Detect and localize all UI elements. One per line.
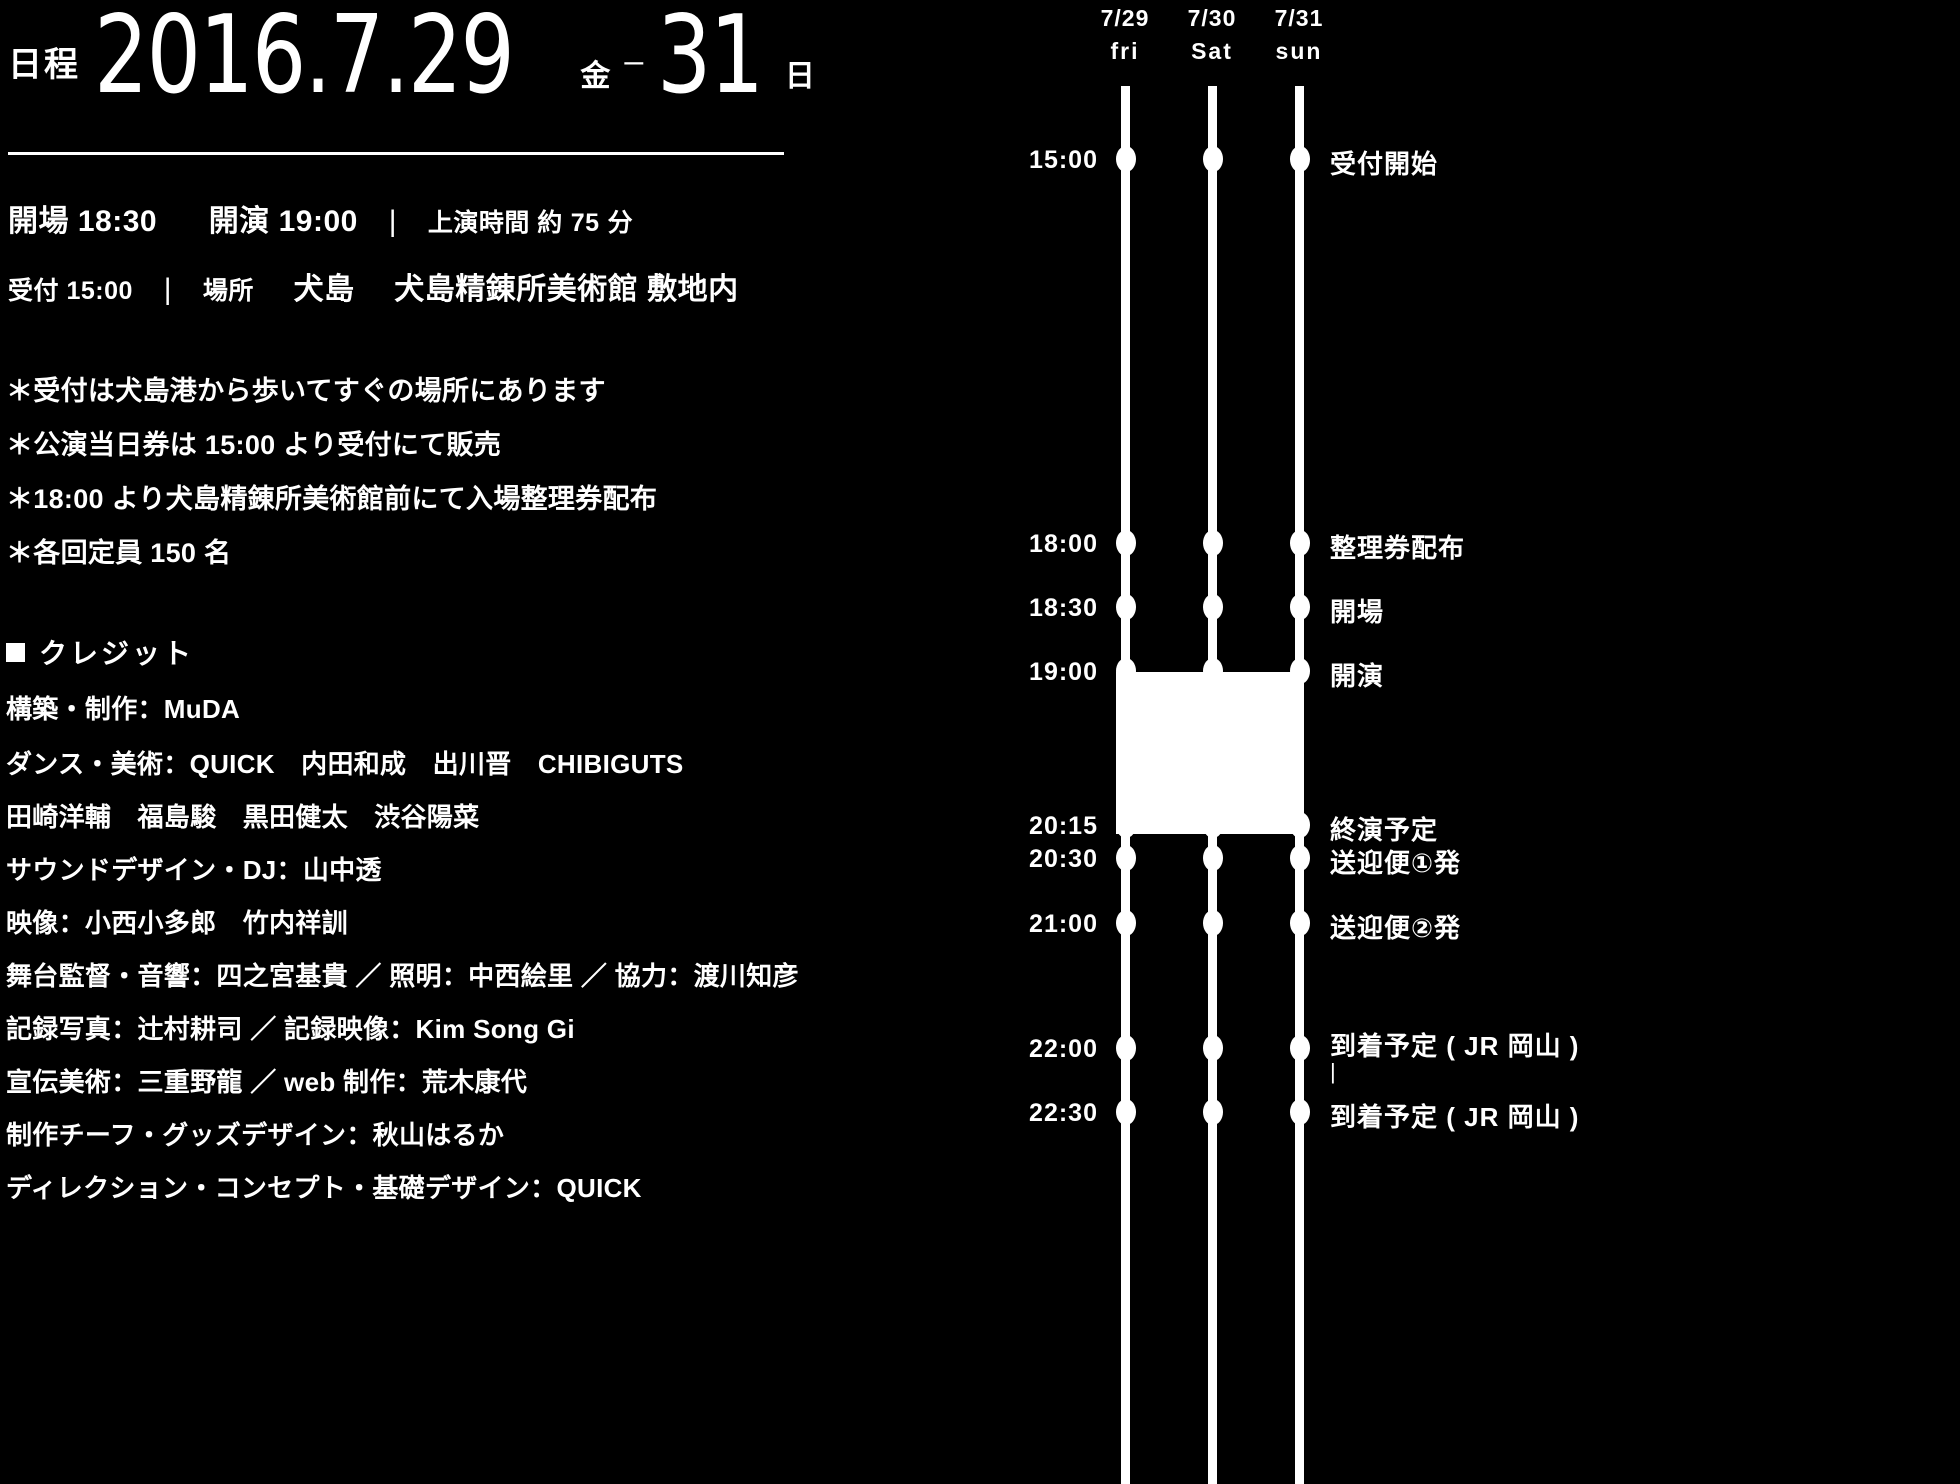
timeline-event: 整理券配布 (1330, 533, 1466, 563)
timeline-node (1203, 910, 1223, 936)
info-divider-2: | (163, 273, 173, 306)
date-header-day-end: 31 (657, 0, 764, 118)
timeline-node (1116, 146, 1136, 172)
timeline-day-weekday: Sat (1191, 38, 1233, 65)
timeline-day-header: 7/29 fri (1065, 2, 1185, 69)
timeline-node (1203, 658, 1223, 684)
timeline-day-weekday: sun (1275, 38, 1323, 65)
timeline-node (1116, 812, 1136, 838)
credit-line: ディレクション・コンセプト・基礎デザイン：QUICK (6, 1173, 642, 1203)
timeline-node (1290, 658, 1310, 684)
timeline-node (1290, 845, 1310, 871)
open-time: 開場 18:30 (8, 205, 158, 238)
timeline-event: 終演予定 (1330, 815, 1439, 845)
square-bullet-icon (6, 643, 25, 662)
timeline-day-date: 7/31 (1274, 5, 1324, 31)
timeline-node (1116, 594, 1136, 620)
credit-line: 舞台監督・音響：四之宮基貴 ／ 照明：中西絵里 ／ 協力：渡川知彦 (6, 961, 799, 991)
place-island: 犬島 (293, 273, 355, 306)
timeline-node (1116, 910, 1136, 936)
timeline-event-text: 到着予定 ( JR 岡山 ) (1330, 1031, 1580, 1061)
timeline-node (1203, 594, 1223, 620)
timeline-day-weekday: fri (1110, 38, 1140, 65)
timeline-node (1116, 530, 1136, 556)
timeline-time: 22:00 (1029, 1035, 1098, 1063)
note-line: ＊受付は犬島港から歩いてすぐの場所にあります (6, 376, 606, 406)
timeline-time: 15:00 (1029, 146, 1098, 174)
date-header-weekday-end: 日 (784, 60, 815, 93)
timeline-node (1290, 1099, 1310, 1125)
timeline-event: 到着予定 ( JR 岡山 ) | (1330, 1033, 1579, 1083)
timeline-time: 20:15 (1029, 812, 1098, 840)
timeline-time: 22:30 (1029, 1099, 1098, 1127)
timeline-node (1203, 1035, 1223, 1061)
timeline-node (1116, 845, 1136, 871)
timeline-node (1203, 845, 1223, 871)
timeline-node (1290, 812, 1310, 838)
timeline-event: 到着予定 ( JR 岡山 ) (1330, 1102, 1580, 1132)
timeline-time: 18:00 (1029, 530, 1098, 558)
reception-time: 受付 15:00 (8, 277, 133, 305)
credit-line: 田崎洋輔 福島駿 黒田健太 渋谷陽菜 (6, 802, 480, 832)
timeline-event: 受付開始 (1330, 149, 1439, 179)
credit-line: サウンドデザイン・DJ：山中透 (6, 855, 382, 885)
schedule-timeline: 7/29 fri 7/30 Sat 7/31 sun 15:00 受付開始 18… (1020, 0, 1960, 1484)
timeline-node (1203, 812, 1223, 838)
timeline-time: 20:30 (1029, 845, 1098, 873)
credits-heading-label: クレジット (39, 638, 195, 669)
date-header-dash: – (624, 42, 644, 80)
info-divider-1: | (388, 205, 397, 238)
duration-label: 上演時間 約 (427, 209, 563, 237)
info-column: 日程 2016.7.29 金 – 31 日 開場 18:30 開演 19:00 … (6, 2, 815, 1203)
credit-line: 映像：小西小多郎 竹内祥訓 (6, 908, 348, 938)
note-line: ＊各回定員 150 名 (6, 538, 232, 568)
timeline-node (1116, 1035, 1136, 1061)
timeline-node (1290, 910, 1310, 936)
credit-line: 制作チーフ・グッズデザイン：秋山はるか (6, 1120, 505, 1150)
timeline-node (1116, 1099, 1136, 1125)
date-header-label: 日程 (8, 46, 80, 84)
credits-heading: クレジット (6, 632, 194, 672)
timeline-event: 開演 (1330, 661, 1385, 691)
duration-unit: 分 (607, 209, 634, 237)
note-line: ＊公演当日券は 15:00 より受付にて販売 (6, 430, 502, 460)
timeline-event-subline: | (1330, 1059, 1336, 1084)
timeline-node (1290, 146, 1310, 172)
header-divider (8, 152, 784, 155)
credit-line: 宣伝美術：三重野龍 ／ web 制作：荒木康代 (6, 1067, 528, 1097)
duration-value: 75 (570, 209, 600, 237)
timeline-event: 送迎便②発 (1330, 913, 1462, 943)
timeline-node (1116, 658, 1136, 684)
timeline-event: 送迎便①発 (1330, 848, 1462, 878)
timeline-day-header: 7/31 sun (1239, 2, 1359, 69)
place-label: 場所 (202, 277, 254, 305)
credit-line: 構築・制作：MuDA (6, 694, 241, 724)
timeline-day-date: 7/29 (1100, 5, 1150, 31)
performance-block (1116, 672, 1302, 834)
place-venue: 犬島精錬所美術館 敷地内 (394, 273, 739, 306)
timeline-node (1203, 146, 1223, 172)
timeline-day-header: 7/30 Sat (1152, 2, 1272, 69)
info-line-venue: 受付 15:00 | 場所 犬島 犬島精錬所美術館 敷地内 (8, 264, 739, 308)
timeline-node (1290, 594, 1310, 620)
timeline-node (1290, 530, 1310, 556)
timeline-time: 19:00 (1029, 658, 1098, 686)
timeline-event: 開場 (1330, 597, 1385, 627)
start-time: 開演 19:00 (208, 205, 358, 238)
date-header: 日程 2016.7.29 金 – 31 日 (8, 2, 815, 110)
timeline-time: 21:00 (1029, 910, 1098, 938)
date-header-weekday-start: 金 (580, 60, 611, 93)
timeline-node (1203, 530, 1223, 556)
note-line: ＊18:00 より犬島精錬所美術館前にて入場整理券配布 (6, 484, 658, 514)
timeline-time: 18:30 (1029, 594, 1098, 622)
credit-line: ダンス・美術：QUICK 内田和成 出川晋 CHIBIGUTS (6, 749, 684, 779)
timeline-node (1203, 1099, 1223, 1125)
credit-line: 記録写真：辻村耕司 ／ 記録映像：Kim Song Gi (6, 1014, 575, 1044)
date-header-main: 2016.7.29 (94, 0, 515, 118)
timeline-node (1290, 1035, 1310, 1061)
timeline-day-date: 7/30 (1187, 5, 1237, 31)
